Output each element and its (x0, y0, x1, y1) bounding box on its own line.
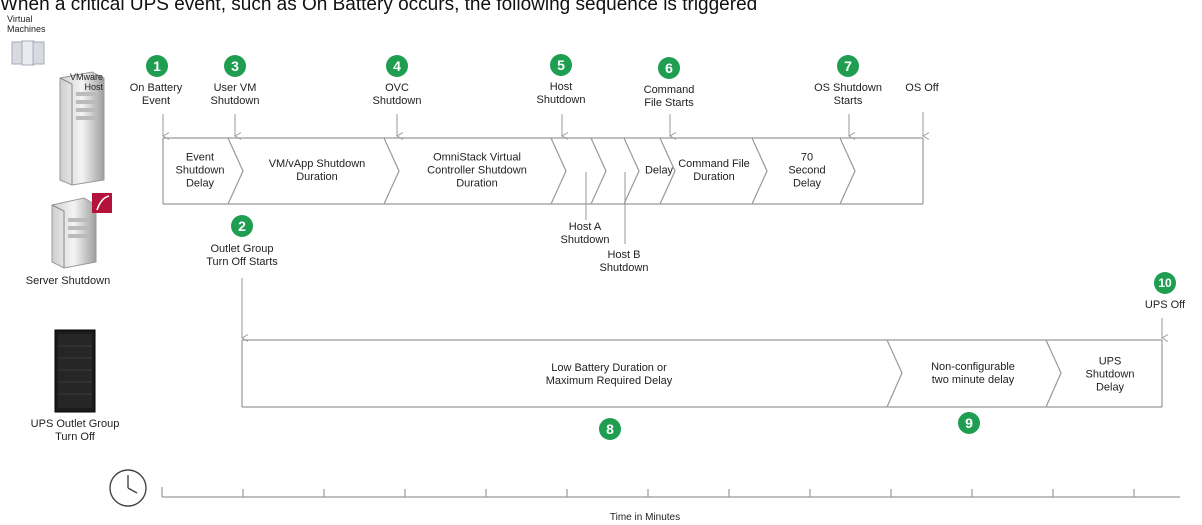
page-heading: When a critical UPS event, such as On Ba… (0, 0, 758, 15)
step-badge-2: 2 (231, 215, 253, 237)
host-a-shutdown-label: Host A Shutdown (560, 221, 610, 246)
step-badge-5: 5 (550, 54, 572, 76)
server-shutdown-label: Server Shutdown (25, 275, 111, 287)
step-badge-1: 1 (146, 55, 168, 77)
event-os-shutdown-label: OS Shutdown Starts (814, 82, 882, 107)
vmware-host-label: VMware Host (69, 72, 103, 92)
top-timeline-box (162, 137, 924, 205)
virtual-machines-icon (11, 40, 45, 66)
event-os-off-label: OS Off (905, 82, 939, 94)
event-outlet-group-label: Outlet Group Turn Off Starts (206, 243, 278, 268)
vmware-host-server-icon (59, 71, 105, 186)
event-user-vm-label: User VM Shutdown (210, 82, 260, 107)
time-axis (161, 487, 1180, 498)
event-ups-off-label: UPS Off (1144, 299, 1186, 311)
segment-vm-duration: VM/vApp Shutdown Duration (268, 158, 366, 183)
event-on-battery-label: On Battery Event (129, 82, 183, 107)
virtual-machines-label: Virtual Machines (7, 14, 46, 34)
segment-ovc-duration: OmniStack Virtual Controller Shutdown Du… (427, 151, 527, 190)
segment-low-battery: Low Battery Duration or Maximum Required… (545, 362, 673, 387)
step-badge-8: 8 (599, 418, 621, 440)
segment-ups-shutdown-delay: UPS Shutdown Delay (1085, 355, 1135, 394)
segment-command-duration: Command File Duration (678, 158, 750, 183)
event-host-shutdown-label: Host Shutdown (536, 81, 586, 106)
bottom-timeline-box (241, 339, 1163, 408)
event-ovc-label: OVC Shutdown (372, 82, 422, 107)
step-badge-9: 9 (958, 412, 980, 434)
segment-delay: Delay (644, 164, 674, 177)
host-b-shutdown-label: Host B Shutdown (599, 249, 649, 274)
axis-label: Time in Minutes (609, 512, 681, 523)
clock-icon (109, 469, 147, 507)
ups-outlet-label: UPS Outlet Group Turn Off (30, 418, 120, 443)
event-command-file-label: Command File Starts (643, 84, 695, 109)
step-badge-7: 7 (837, 55, 859, 77)
step-badge-4: 4 (386, 55, 408, 77)
segment-70-second-delay: 70 Second Delay (788, 151, 826, 190)
step-badge-6: 6 (658, 57, 680, 79)
step-badge-3: 3 (224, 55, 246, 77)
segment-event-delay: Event Shutdown Delay (175, 151, 225, 190)
step-badge-10: 10 (1154, 272, 1176, 294)
server-shutdown-icon (51, 193, 112, 269)
segment-two-minute-delay: Non-configurable two minute delay (931, 361, 1015, 386)
ups-cabinet-icon (54, 329, 96, 413)
